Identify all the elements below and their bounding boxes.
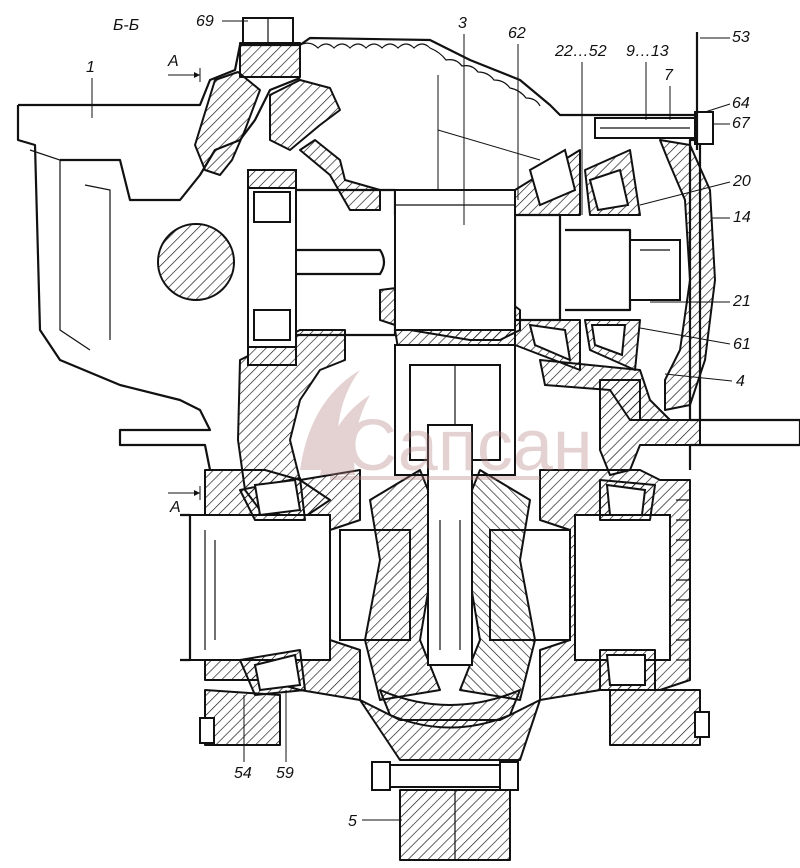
callout-7: 7 bbox=[664, 67, 674, 120]
callout-4: 4 bbox=[664, 373, 745, 390]
callout-20: 20 bbox=[639, 173, 751, 206]
svg-text:53: 53 bbox=[732, 29, 750, 46]
cut-plane-label-bottom: A bbox=[169, 499, 181, 516]
callout-5: 5 bbox=[348, 813, 402, 830]
svg-text:67: 67 bbox=[732, 115, 751, 132]
callout-61: 61 bbox=[639, 327, 751, 353]
svg-text:61: 61 bbox=[733, 336, 751, 353]
cut-plane-label-top: A bbox=[167, 53, 179, 70]
callout-3: 3 bbox=[437, 15, 541, 225]
watermark: Сапсан bbox=[300, 370, 593, 486]
svg-text:3: 3 bbox=[458, 15, 467, 32]
bolt-69 bbox=[239, 17, 301, 78]
svg-text:9…13: 9…13 bbox=[626, 43, 669, 60]
svg-text:69: 69 bbox=[196, 13, 214, 30]
callout-67: 67 bbox=[713, 115, 751, 132]
callout-9-13: 9…13 bbox=[626, 43, 669, 120]
svg-text:62: 62 bbox=[508, 25, 526, 42]
svg-text:64: 64 bbox=[732, 95, 750, 112]
svg-text:7: 7 bbox=[664, 67, 674, 84]
callout-69: 69 bbox=[196, 13, 248, 30]
callout-64: 64 bbox=[704, 95, 750, 113]
callout-54: 54 bbox=[234, 695, 252, 782]
callout-1: 1 bbox=[86, 59, 95, 118]
input-shaft-assembly bbox=[157, 32, 716, 421]
callout-14: 14 bbox=[712, 209, 751, 226]
cut-plane-marker-bottom: A bbox=[168, 486, 201, 516]
svg-text:59: 59 bbox=[276, 765, 294, 782]
callout-59: 59 bbox=[276, 690, 294, 782]
callout-22-52: 22…52 bbox=[554, 43, 607, 215]
differential-assembly bbox=[180, 329, 710, 861]
cut-plane-marker-top: A bbox=[167, 53, 201, 82]
svg-text:5: 5 bbox=[348, 813, 357, 830]
section-label: Б-Б bbox=[113, 17, 139, 34]
svg-text:21: 21 bbox=[732, 293, 751, 310]
svg-text:14: 14 bbox=[733, 209, 751, 226]
svg-text:20: 20 bbox=[732, 173, 751, 190]
svg-text:54: 54 bbox=[234, 765, 252, 782]
watermark-text: Сапсан bbox=[345, 406, 593, 486]
callout-21: 21 bbox=[650, 293, 751, 310]
callout-53: 53 bbox=[700, 29, 750, 46]
svg-text:4: 4 bbox=[736, 373, 745, 390]
callout-62: 62 bbox=[508, 25, 526, 200]
svg-text:1: 1 bbox=[86, 59, 95, 76]
svg-text:22…52: 22…52 bbox=[554, 43, 607, 60]
